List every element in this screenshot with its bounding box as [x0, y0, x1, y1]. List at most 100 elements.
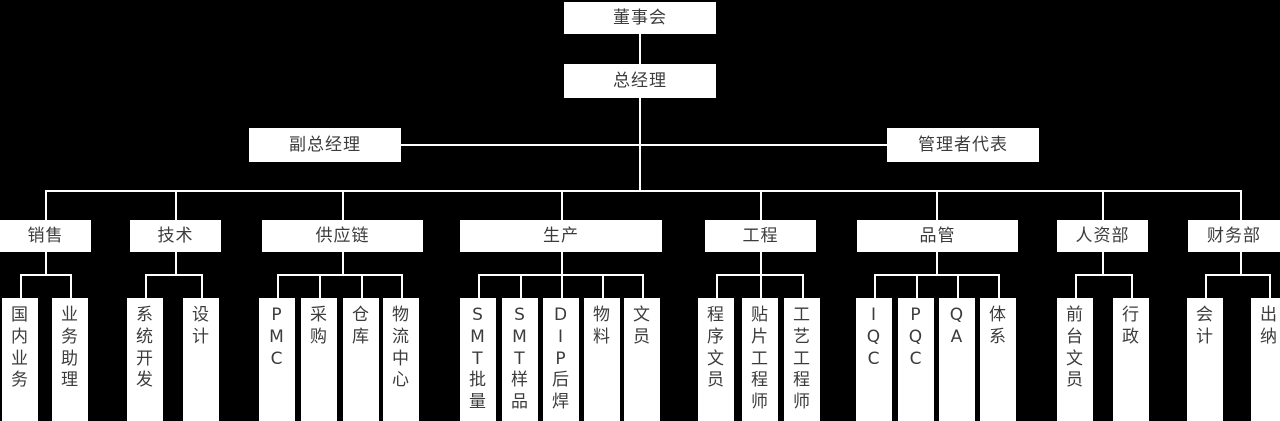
connector-engineering-stem [760, 252, 762, 275]
connector-sales-bus [20, 274, 72, 276]
node-department-production[interactable]: 生产 [460, 220, 662, 252]
connector-production-leaf-2 [561, 274, 563, 298]
connector-finance-bus [1205, 274, 1271, 276]
connector-engineering-leaf-2 [802, 274, 804, 298]
node-label: 体系 [989, 305, 1007, 347]
node-department-technology[interactable]: 技术 [130, 220, 221, 252]
node-general-manager[interactable]: 总经理 [564, 64, 716, 98]
node-management-representative[interactable]: 管理者代表 [887, 128, 1039, 162]
node-label: 会计 [1196, 305, 1214, 347]
node-label: 贴片工程师 [751, 305, 769, 412]
node-leaf-clerk[interactable]: 文员 [624, 298, 660, 421]
node-label: 国内业务 [11, 305, 29, 391]
node-department-supply-chain[interactable]: 供应链 [262, 220, 423, 252]
node-board[interactable]: 董事会 [564, 2, 716, 34]
connector-drop-technology [175, 190, 177, 220]
node-label: 业务助理 [61, 305, 79, 391]
node-label: 出纳 [1260, 305, 1278, 347]
node-deputy-general-manager[interactable]: 副总经理 [249, 128, 401, 162]
node-leaf-domestic-sales[interactable]: 国内业务 [2, 298, 38, 421]
node-leaf-program-clerk[interactable]: 程序文员 [698, 298, 734, 421]
node-leaf-system[interactable]: 体系 [980, 298, 1016, 421]
node-leaf-design[interactable]: 设计 [183, 298, 219, 421]
connector-production-leaf-3 [602, 274, 604, 298]
connector-drop-engineering [760, 190, 762, 220]
node-department-sales[interactable]: 销售 [0, 220, 91, 252]
connector-supply-leaf-1 [319, 274, 321, 298]
connector-sales-leaf-1 [70, 274, 72, 298]
connector-drop-production [561, 190, 563, 220]
connector-department-bus [45, 190, 1241, 192]
connector-hr-leaf-1 [1131, 274, 1133, 298]
connector-drop-sales [45, 190, 47, 220]
node-department-quality[interactable]: 品管 [857, 220, 1018, 252]
node-leaf-smt-engineer[interactable]: 贴片工程师 [742, 298, 778, 421]
connector-technology-bus [145, 274, 203, 276]
node-leaf-process-engineer[interactable]: 工艺工程师 [784, 298, 820, 421]
node-leaf-sales-assistant[interactable]: 业务助理 [52, 298, 88, 421]
connector-production-leaf-1 [520, 274, 522, 298]
connector-drop-finance [1240, 190, 1242, 220]
node-label: 行政 [1122, 305, 1140, 347]
node-label: 文员 [633, 305, 651, 347]
connector-technology-stem [175, 252, 177, 275]
connector-supply-leaf-0 [277, 274, 279, 298]
node-leaf-administration[interactable]: 行政 [1113, 298, 1149, 421]
connector-quality-leaf-3 [998, 274, 1000, 298]
connector-quality-leaf-0 [874, 274, 876, 298]
connector-hr-bus [1075, 274, 1133, 276]
node-label: 工艺工程师 [793, 305, 811, 412]
connector-supply-stem [342, 252, 344, 275]
connector-quality-bus [874, 274, 1000, 276]
connector-production-stem [561, 252, 563, 275]
connector-production-leaf-0 [478, 274, 480, 298]
connector-hr-leaf-0 [1075, 274, 1077, 298]
connector-drop-hr [1102, 190, 1104, 220]
connector-quality-stem [936, 252, 938, 275]
connector-finance-leaf-0 [1205, 274, 1207, 298]
node-leaf-logistics-center[interactable]: 物流中心 [383, 298, 419, 421]
connector-sales-leaf-0 [20, 274, 22, 298]
node-leaf-material[interactable]: 物料 [584, 298, 620, 421]
node-label: 系统开发 [136, 305, 154, 391]
node-leaf-cashier[interactable]: 出纳 [1251, 298, 1280, 421]
connector-board-to-gm [639, 34, 641, 64]
node-label: 物流中心 [392, 305, 410, 391]
node-leaf-warehouse[interactable]: 仓库 [343, 298, 379, 421]
node-leaf-purchasing[interactable]: 采购 [301, 298, 337, 421]
node-department-finance[interactable]: 财务部 [1188, 220, 1280, 252]
node-leaf-system-development[interactable]: 系统开发 [127, 298, 163, 421]
node-leaf-accounting[interactable]: 会计 [1187, 298, 1223, 421]
node-label: 物料 [593, 305, 611, 347]
node-department-engineering[interactable]: 工程 [705, 220, 816, 252]
node-department-hr[interactable]: 人资部 [1057, 220, 1148, 252]
connector-quality-leaf-2 [957, 274, 959, 298]
node-leaf-front-desk-clerk[interactable]: 前台文员 [1057, 298, 1093, 421]
connector-finance-stem [1240, 252, 1242, 275]
connector-supply-leaf-3 [401, 274, 403, 298]
connector-technology-leaf-0 [145, 274, 147, 298]
node-label: 前台文员 [1066, 305, 1084, 391]
connector-production-leaf-4 [642, 274, 644, 298]
connector-engineering-leaf-1 [760, 274, 762, 298]
node-label: 仓库 [352, 305, 370, 347]
node-label: 设计 [192, 305, 210, 347]
connector-sales-stem [45, 252, 47, 275]
connector-hr-stem [1102, 252, 1104, 275]
connector-quality-leaf-1 [916, 274, 918, 298]
connector-level2-bus [400, 144, 888, 146]
